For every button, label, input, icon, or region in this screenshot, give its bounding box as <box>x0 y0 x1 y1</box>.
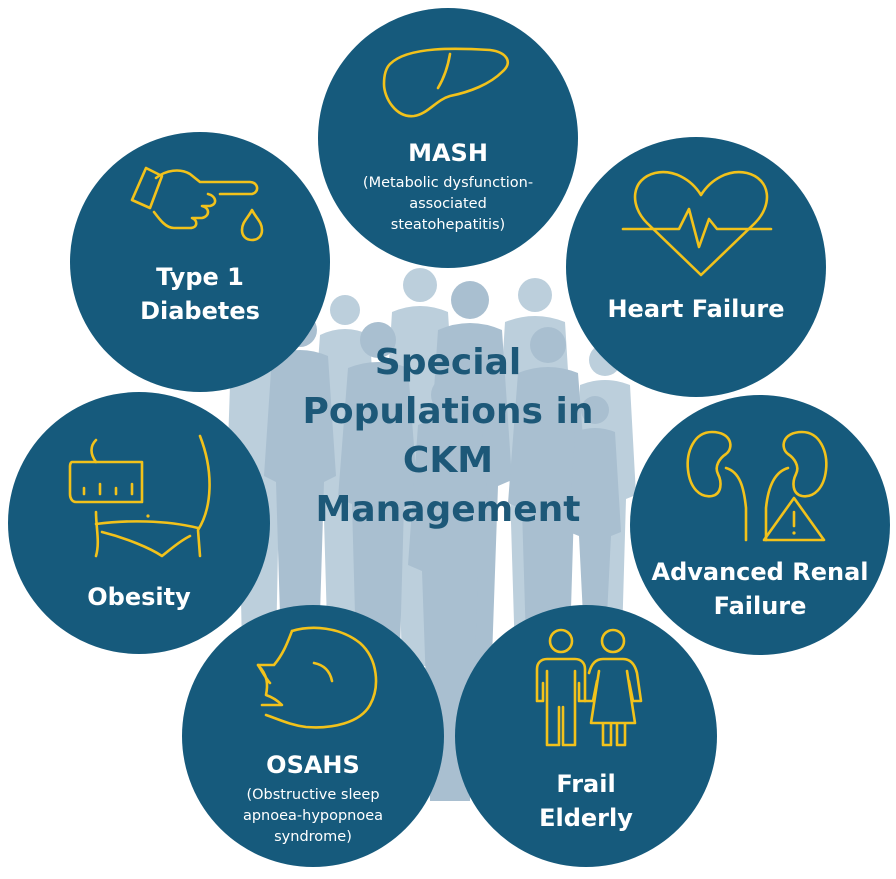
mash-subtitle-line-1: (Metabolic dysfunction- <box>362 175 534 191</box>
center-title-line-4: Management <box>315 489 581 530</box>
mash-subtitle-line-2: associated <box>409 196 487 212</box>
renal-title: Advanced Renal Failure <box>630 555 890 623</box>
elderly-couple-icon <box>535 628 643 747</box>
center-title-line-1: Special <box>374 342 522 383</box>
center-title-line-3: CKM <box>402 440 494 481</box>
sleeping-face-icon <box>256 626 378 729</box>
center-title: Special Populations in CKM Management <box>290 338 606 534</box>
liver-icon <box>382 47 509 118</box>
heart-failure-title: Heart Failure <box>566 292 826 326</box>
center-title-line-2: Populations in <box>302 391 594 432</box>
circle-mash: MASH (Metabolic dysfunction- associated … <box>318 8 578 268</box>
osahs-subtitle-line-1: (Obstructive sleep <box>246 787 380 803</box>
osahs-subtitle-line-3: syndrome) <box>274 829 352 845</box>
obesity-title-line-1: Obesity <box>87 583 191 611</box>
diabetes-title-line-1: Type 1 <box>156 263 244 291</box>
circle-type1-diabetes: Type 1 Diabetes <box>70 132 330 392</box>
kidneys-warning-icon <box>686 430 828 542</box>
diabetes-title-line-2: Diabetes <box>140 297 260 325</box>
osahs-subtitle: (Obstructive sleep apnoea-hypopnoea synd… <box>182 785 444 848</box>
circle-heart-failure: Heart Failure <box>566 137 826 397</box>
circle-obesity: Obesity <box>8 392 270 654</box>
mash-subtitle: (Metabolic dysfunction- associated steat… <box>318 173 578 236</box>
waist-measure-icon <box>68 434 211 558</box>
circle-osahs: OSAHS (Obstructive sleep apnoea-hypopnoe… <box>182 605 444 867</box>
osahs-title: OSAHS <box>266 751 360 779</box>
osahs-subtitle-line-2: apnoea-hypopnoea <box>242 808 384 824</box>
frail-title: Frail Elderly <box>455 767 717 835</box>
heart-failure-title-line-1: Heart Failure <box>607 295 785 323</box>
circle-frail-elderly: Frail Elderly <box>455 605 717 867</box>
diabetes-title: Type 1 Diabetes <box>70 260 330 328</box>
mash-title: MASH <box>408 139 488 167</box>
obesity-title: Obesity <box>8 580 270 614</box>
circle-renal: Advanced Renal Failure <box>630 395 890 655</box>
heart-pulse-icon <box>621 170 773 277</box>
mash-subtitle-line-3: steatohepatitis) <box>390 217 506 233</box>
finger-prick-icon <box>130 166 264 242</box>
renal-title-line-2: Failure <box>713 592 807 620</box>
frail-title-line-1: Frail <box>556 770 616 798</box>
frail-title-line-2: Elderly <box>539 804 633 832</box>
renal-title-line-1: Advanced Renal <box>651 558 869 586</box>
